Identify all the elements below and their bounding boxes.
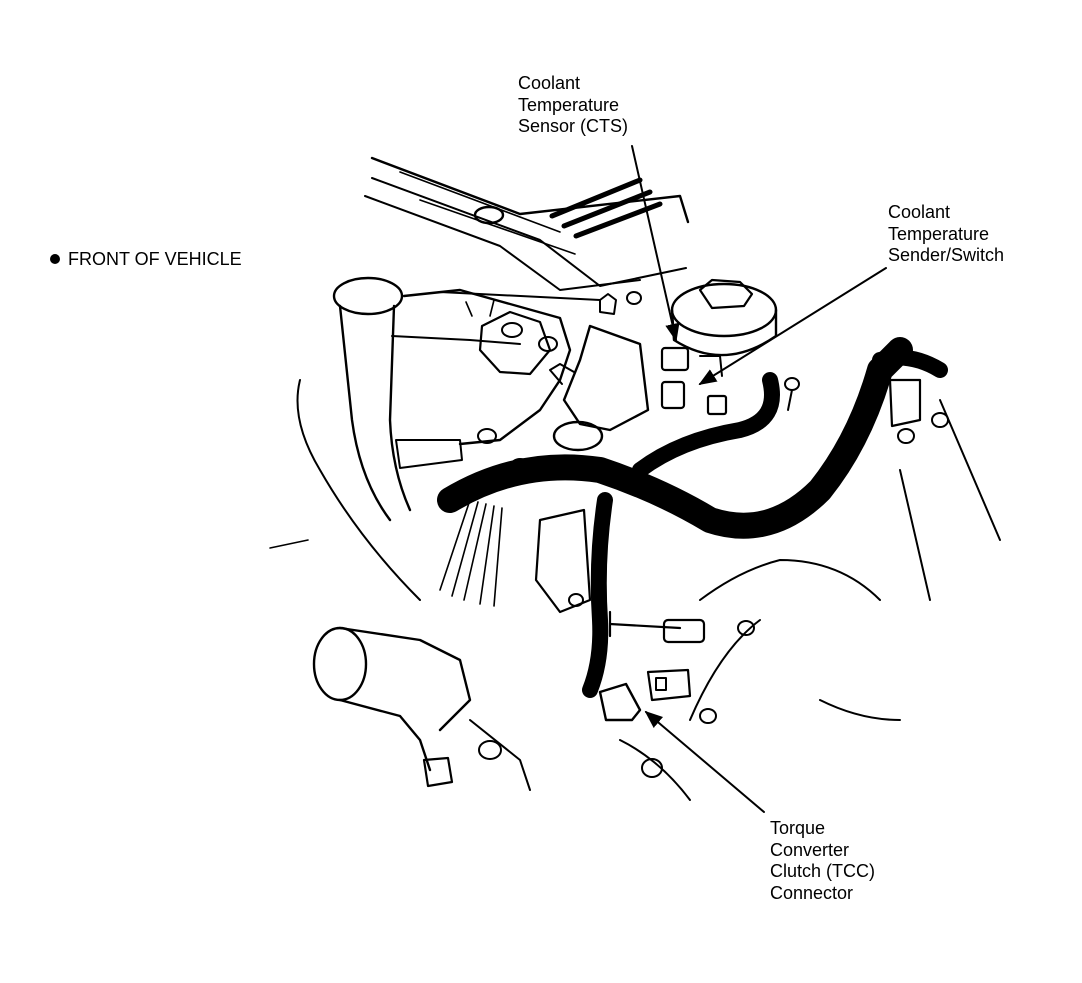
- front-of-vehicle-label: FRONT OF VEHICLE: [50, 248, 242, 270]
- sender-switch-label: Coolant Temperature Sender/Switch: [888, 202, 1004, 267]
- tcc-label-line: Connector: [770, 882, 854, 903]
- cts-leader-arrow: [631, 145, 680, 342]
- tcc-leader-arrow: [644, 710, 765, 813]
- tcc-connector-label: Torque Converter Clutch (TCC) Connector: [770, 818, 875, 904]
- sender-label-line: Sender/Switch: [888, 245, 1005, 265]
- cts-label-line: Sensor (CTS): [518, 116, 629, 136]
- sender-label-line: Coolant: [888, 202, 951, 222]
- engine-block-outline: [269, 291, 601, 601]
- cts-label-line: Coolant: [518, 73, 581, 93]
- sender-label-line: Temperature: [888, 223, 990, 244]
- tcc-connector: [598, 668, 692, 722]
- tcc-label-line: Converter: [770, 839, 850, 860]
- lower-hose: [312, 626, 531, 791]
- water-pump: [391, 288, 572, 446]
- mounting-bracket: [534, 508, 706, 644]
- tcc-label-line: Clutch (TCC): [770, 861, 876, 881]
- wiring-harness: [437, 337, 948, 698]
- cts-label-line: Temperature: [518, 94, 620, 115]
- tcc-label-line: Torque: [770, 818, 826, 838]
- intake-manifold: [364, 156, 690, 291]
- front-direction-icon: [50, 254, 60, 264]
- cts-label: Coolant Temperature Sensor (CTS): [518, 73, 628, 138]
- distributor-cap: [670, 278, 778, 357]
- upper-radiator-hose: [332, 276, 463, 522]
- right-bracket: [888, 378, 1001, 601]
- cts-sensor: [660, 346, 728, 416]
- sender-leader-arrow: [698, 267, 887, 385]
- lower-engine-contour: [619, 559, 901, 801]
- bolts: [465, 291, 800, 474]
- thermostat-housing: [549, 293, 650, 452]
